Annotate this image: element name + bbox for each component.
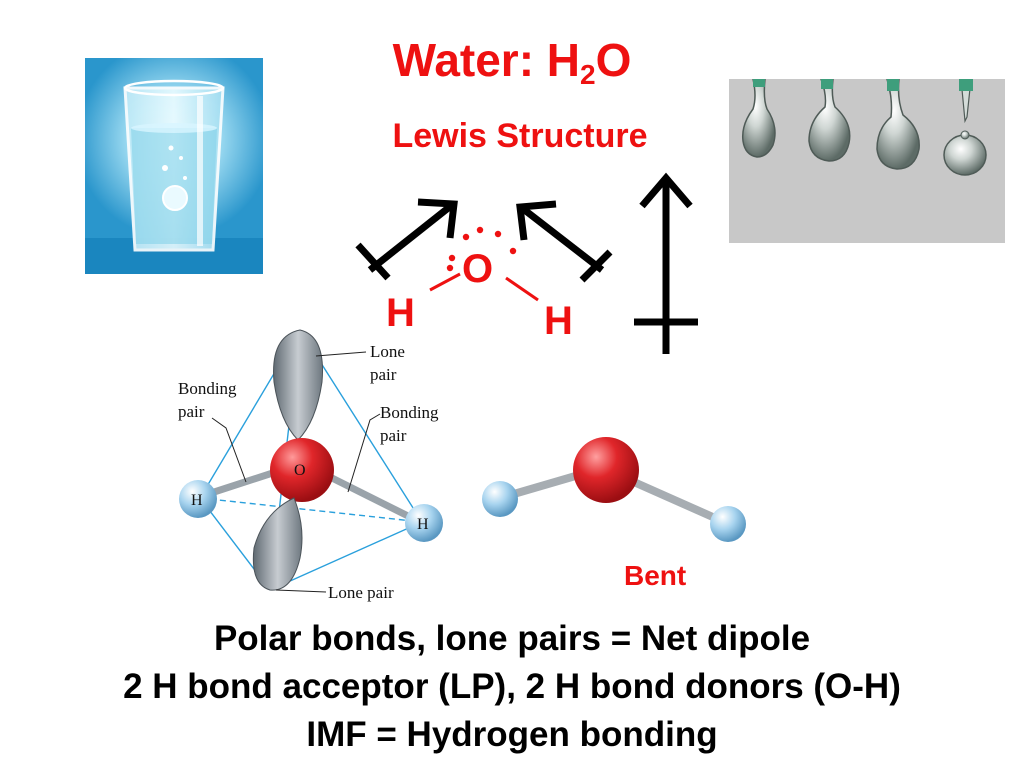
bent-hydrogen-right [710,506,746,542]
lewis-hydrogen-right: H [544,299,573,343]
lewis-hydrogen-left: H [386,291,415,335]
hydrogen-atom-right [405,504,443,542]
electron-pair-diagram: O H H Lone pair Bonding pair Bonding pai… [178,329,443,602]
diagram-oxygen-label: O [294,462,306,479]
shape-label: Bent [624,560,687,591]
right-dipole-arrow [516,200,613,283]
label-bonding-pair-left-line1: Bonding [178,379,237,398]
drop-4 [943,79,987,176]
lone-pair-lobe-bottom [252,497,303,591]
lone-pair-dots [446,226,517,272]
diagram-hydrogen-left-label: H [191,492,203,509]
left-dipole-arrow [355,198,458,281]
summary-line-1: Polar bonds, lone pairs = Net dipole [213,619,811,658]
lone-pair-lobe-top [273,329,324,441]
drop-3 [876,79,920,170]
hydrogen-atom-left [179,480,217,518]
drop-1 [741,79,776,158]
label-lone-pair-bottom: Lone pair [328,583,394,602]
lewis-oxygen: O [462,247,493,291]
drop-2 [808,79,851,162]
label-bonding-pair-right-line2: pair [380,426,407,445]
bent-molecule-model [482,437,746,542]
net-dipole-arrow [634,172,698,354]
label-lone-pair-top-line1: Lone [370,342,405,361]
title-main: Water: H [392,34,581,86]
label-bonding-pair-right-line1: Bonding [380,403,439,422]
bent-oxygen [573,437,639,503]
bond-right [505,276,539,302]
leader-lines [211,351,381,593]
label-lone-pair-top-line2: pair [370,365,397,384]
bond-left [429,272,461,292]
title-suffix: O [595,34,632,86]
title-subscript: 2 [580,59,596,90]
summary-line-2: 2 H bond acceptor (LP), 2 H bond donors … [123,667,901,706]
oxygen-atom [270,438,334,502]
subtitle: Lewis Structure [392,117,648,155]
summary-line-3: IMF = Hydrogen bonding [306,715,718,754]
label-bonding-pair-left-line2: pair [178,402,205,421]
lewis-structure: O H H [355,172,698,354]
bent-hydrogen-left [482,481,518,517]
water-glass-image [85,58,263,274]
bond-right-stick [318,468,418,524]
page-title: Water: H2O [0,30,1024,105]
diagram-hydrogen-right-label: H [417,516,429,533]
water-drops-image [729,79,1005,243]
